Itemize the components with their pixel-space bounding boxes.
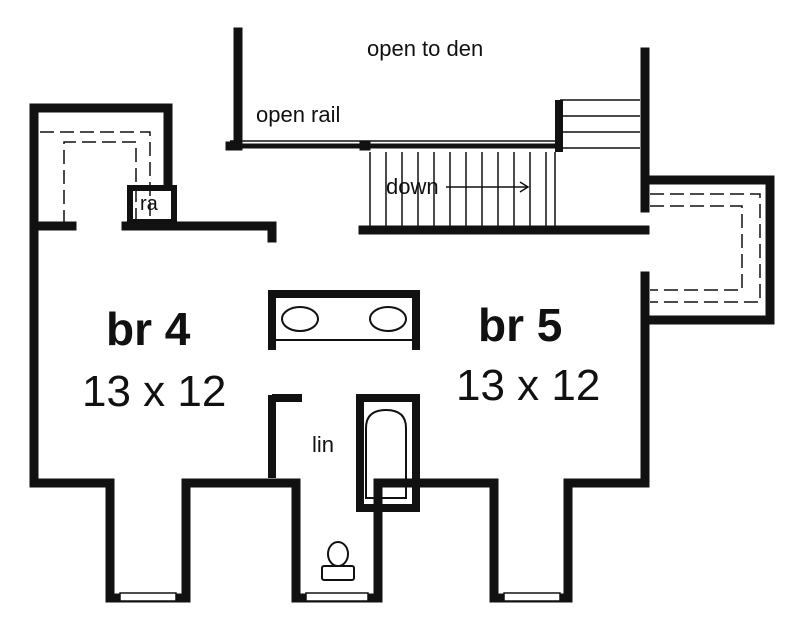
ra-closet — [127, 185, 177, 225]
stair-treads — [369, 99, 640, 226]
toilet — [321, 541, 355, 581]
open-rail-label: open rail — [256, 102, 341, 127]
room-name-br4: br 4 — [106, 303, 191, 355]
interior-walls — [268, 290, 420, 512]
open-rail — [225, 140, 560, 151]
stair-landing-post — [555, 100, 563, 152]
exterior-walls — [29, 27, 775, 603]
bathtub — [365, 408, 407, 499]
down-label: down — [386, 174, 439, 199]
ra-label: ra — [140, 193, 158, 215]
room-size-br5: 13 x 12 — [456, 361, 601, 410]
open-to-den-label: open to den — [367, 36, 484, 61]
windows — [119, 592, 561, 602]
room-size-br4: 13 x 12 — [82, 367, 227, 416]
dashed-outlines — [40, 131, 761, 303]
lin-label: lin — [312, 432, 335, 457]
room-name-br5: br 5 — [478, 299, 563, 351]
vanity — [276, 306, 412, 341]
